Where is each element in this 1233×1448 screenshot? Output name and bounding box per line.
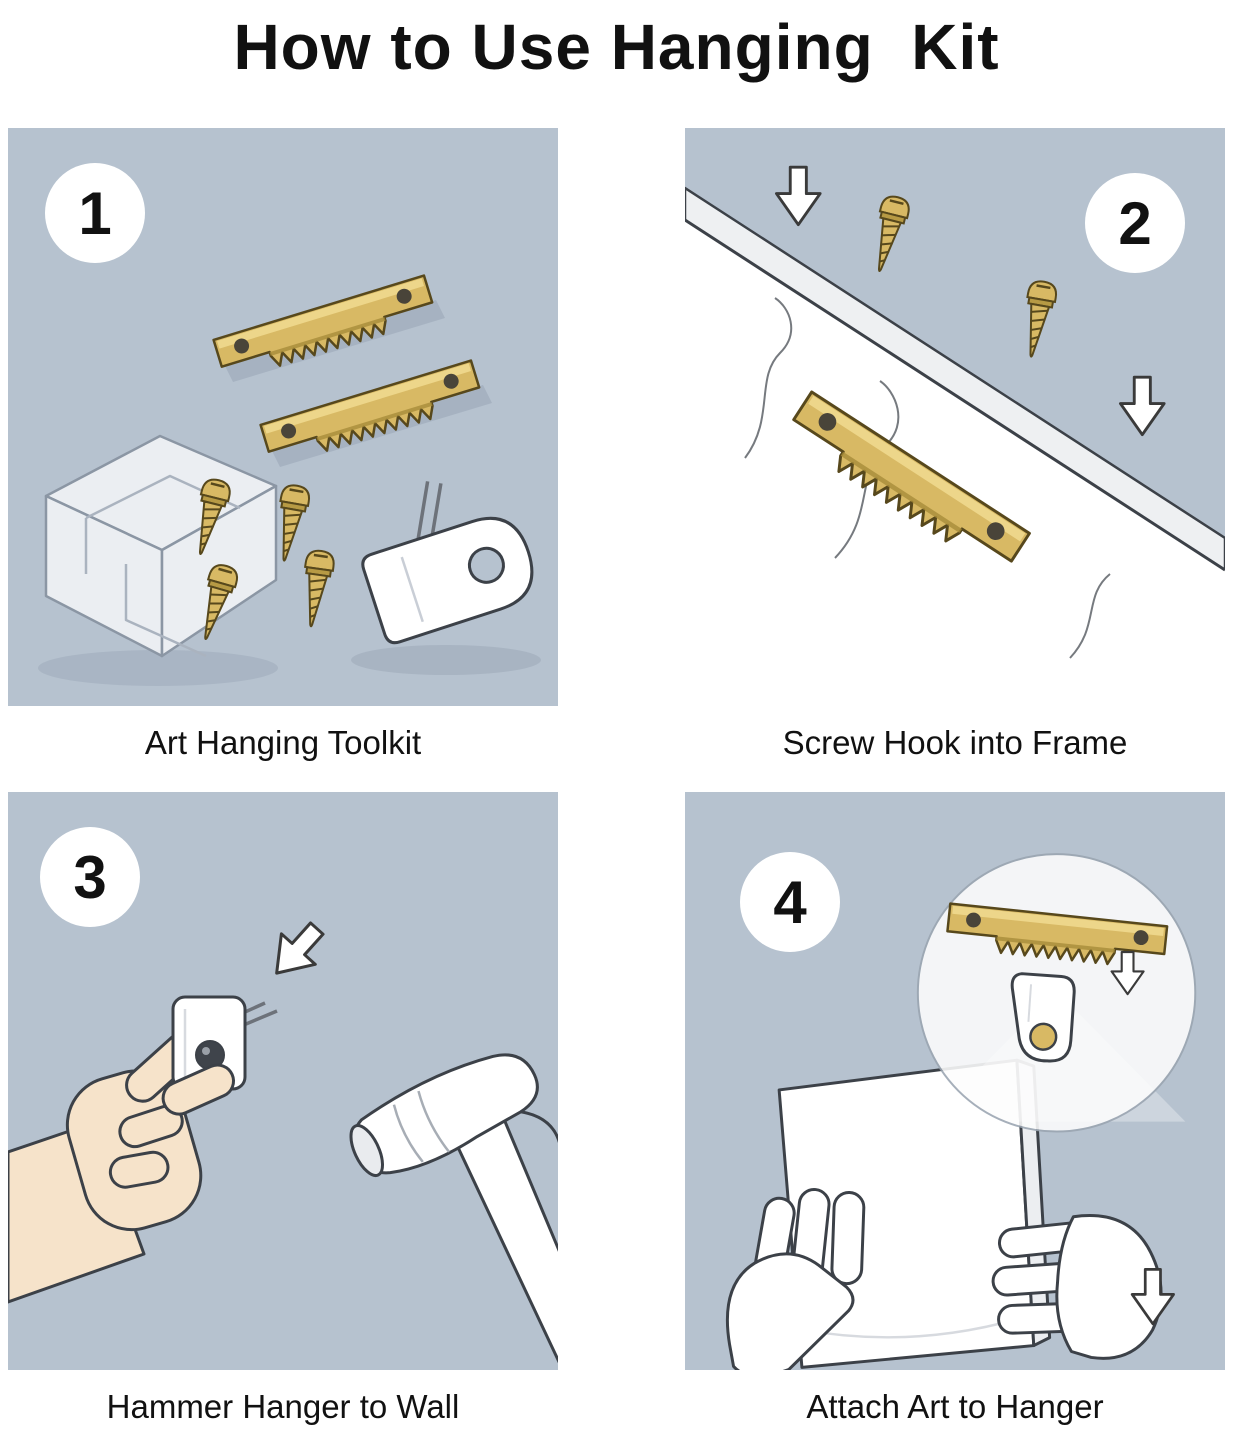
steps-grid: 1 Art Hanging Toolkit [0,128,1233,1430]
step-number: 2 [1118,189,1152,257]
shadow [351,645,541,675]
hammer-icon [349,1053,558,1370]
frame-illustration [685,165,1225,706]
toolkit-illustration [38,274,541,686]
acrylic-box-icon [44,434,278,658]
step-3: 3 Hammer Hanger to Wall [8,792,558,1430]
hand-icon [991,1214,1163,1360]
step-1-caption: Art Hanging Toolkit [144,724,422,761]
step-number-badge: 2 [1085,173,1185,273]
page-title: How to Use Hanging Kit [233,11,1000,83]
attach-illustration [725,853,1197,1370]
frame-molding-icon [685,186,1225,706]
hammer-illustration [8,911,558,1370]
down-arrow-icon [1119,375,1166,437]
step-3-caption: Hammer Hanger to Wall [106,1388,460,1425]
step-number: 1 [78,179,112,247]
step-2: 2 Screw Hook into Frame [685,128,1225,766]
step-1: 1 Art Hanging Toolkit [8,128,558,766]
wall-hook-icon [1010,972,1076,1063]
shadow [38,650,278,686]
wall-hook-icon [361,481,534,645]
step-number-badge: 1 [45,163,145,263]
step-1-illustration: 1 [8,128,558,706]
screw-icon [295,547,337,630]
step-3-illustration: 3 [8,792,558,1370]
step-number: 3 [73,843,107,911]
step-4-caption: Attach Art to Hanger [806,1388,1104,1425]
step-number-badge: 4 [740,852,840,952]
down-arrow-icon [258,911,336,990]
step-number-badge: 3 [40,827,140,927]
screw-icon [1016,278,1060,361]
step-number: 4 [773,868,807,936]
step-4: 4 Attach Art to Hanger [685,792,1225,1430]
down-arrow-icon [775,165,822,227]
step-2-caption: Screw Hook into Frame [782,724,1128,761]
step-2-illustration: 2 [685,128,1225,706]
thumb-icon [161,1063,235,1116]
wall-hanger-icon [171,995,278,1091]
hand-icon [8,1031,203,1304]
step-4-illustration: 4 [685,792,1225,1370]
hand-icon [725,1187,866,1370]
screw-icon [864,192,913,276]
